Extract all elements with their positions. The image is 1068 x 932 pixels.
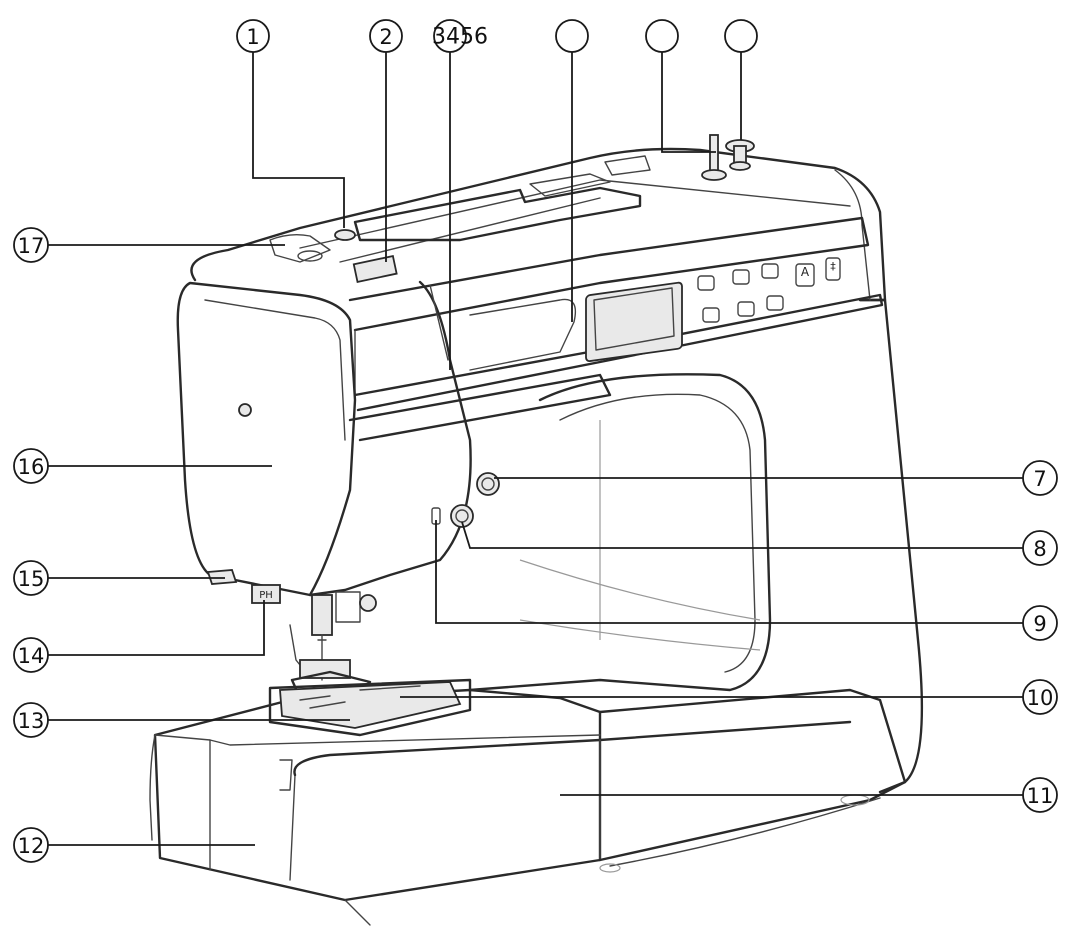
leader-8	[461, 521, 1023, 549]
thread-guide	[334, 229, 356, 241]
callout-11-label: 11	[1027, 784, 1054, 808]
callout-1: 1	[236, 19, 270, 53]
callout-10: 10	[1022, 679, 1058, 715]
leader-blank-b	[661, 52, 716, 153]
callout-8: 8	[1022, 530, 1058, 566]
needle-plate-mark: PH	[259, 590, 273, 601]
arm-opening	[468, 373, 772, 692]
callout-7: 7	[1022, 460, 1058, 496]
callouts: 1 2 3456 7 8	[13, 19, 1058, 863]
machine-pillar	[858, 298, 924, 794]
callout-15-label: 15	[18, 567, 45, 591]
mode-button-label: A	[801, 265, 810, 279]
callout-blank-b	[645, 19, 679, 53]
needle-assembly: PH	[206, 569, 377, 702]
leader-9	[435, 520, 1023, 624]
callout-2: 2	[369, 19, 403, 53]
callout-7-label: 7	[1033, 467, 1046, 491]
control-buttons: A ‡	[697, 257, 841, 323]
needle-plate	[279, 681, 462, 729]
callout-1-label: 1	[246, 25, 259, 49]
callout-11: 11	[1022, 777, 1058, 813]
callout-9-label: 9	[1033, 612, 1046, 636]
callout-10-label: 10	[1027, 686, 1054, 710]
callout-12-label: 12	[18, 834, 45, 858]
leader-1	[252, 52, 345, 228]
lcd-display	[585, 281, 683, 363]
callout-17: 17	[13, 227, 49, 263]
callout-14: 14	[13, 637, 49, 673]
needle-button-label: ‡	[830, 260, 836, 273]
callout-12: 12	[13, 827, 49, 863]
callout-9: 9	[1022, 605, 1058, 641]
callout-blank-c	[724, 19, 758, 53]
callout-3456: 3456	[432, 19, 488, 53]
callout-13: 13	[13, 702, 49, 738]
callout-8-label: 8	[1033, 537, 1046, 561]
callout-14-label: 14	[18, 644, 45, 668]
face-plate-cover	[176, 281, 357, 597]
leader-lines	[48, 52, 1023, 846]
spool-pins	[701, 134, 755, 181]
callout-2-label: 2	[379, 25, 392, 49]
leader-14	[48, 600, 265, 656]
start-stop-button	[476, 472, 500, 496]
front-panel-ridge	[348, 216, 870, 332]
callout-3456-label: 3456	[432, 25, 488, 50]
callout-16: 16	[13, 448, 49, 484]
sewing-machine-illustration: A ‡	[149, 134, 924, 926]
callout-16-label: 16	[18, 455, 45, 479]
reverse-button	[450, 504, 474, 528]
callout-13-label: 13	[18, 709, 45, 733]
callout-17-label: 17	[18, 234, 45, 258]
callout-blank-a	[555, 19, 589, 53]
callout-15: 15	[13, 560, 49, 596]
carry-handle	[353, 186, 642, 242]
